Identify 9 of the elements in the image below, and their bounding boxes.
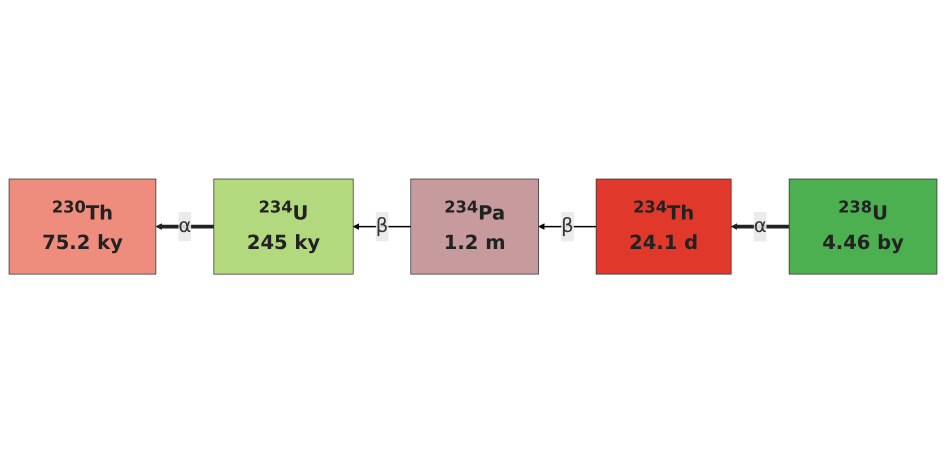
edge-label: α bbox=[178, 215, 192, 238]
node-box: $^{234}$U 245 ky bbox=[213, 179, 354, 275]
node-box: $^{234}$Pa 1.2 m bbox=[410, 179, 539, 275]
edge-label: β bbox=[376, 215, 388, 238]
edge-label: β bbox=[561, 215, 574, 238]
node-box: $^{230}$Th 75.2 ky bbox=[8, 179, 156, 275]
node-box: $^{238}$U 4.46 by bbox=[788, 179, 938, 275]
node-box: $^{234}$Th 24.1 d bbox=[596, 179, 732, 275]
edge-label: α bbox=[754, 215, 767, 238]
